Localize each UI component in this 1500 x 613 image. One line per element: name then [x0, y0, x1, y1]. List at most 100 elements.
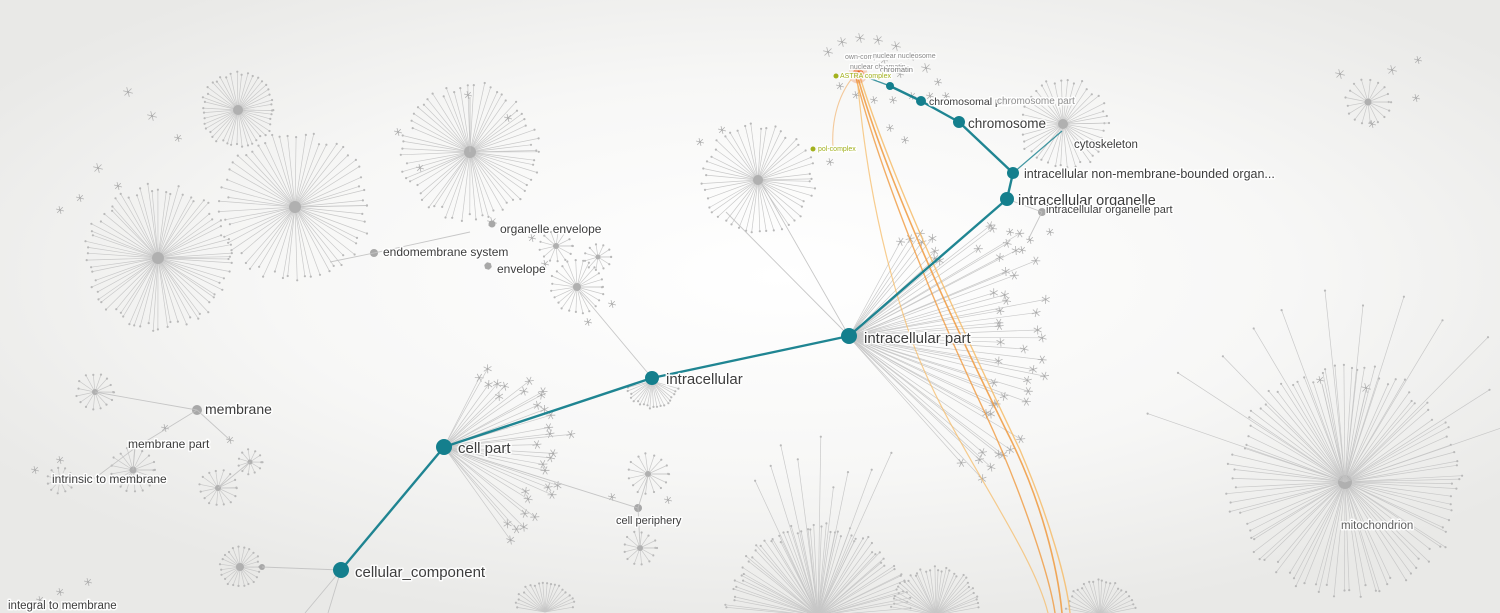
- leaf-node-star: [500, 381, 510, 391]
- leaf-node-star: [896, 237, 906, 246]
- gray-edge: [761, 183, 850, 337]
- leaf-node-star: [1031, 308, 1041, 318]
- leaf-node-star: [901, 136, 909, 144]
- cluster-fan: [217, 132, 369, 282]
- leaf-node-star: [503, 519, 512, 529]
- leaf-node-star: [973, 244, 983, 253]
- leaf-node-star: [1019, 344, 1029, 354]
- leaf-node-star: [1028, 365, 1038, 374]
- tiny-node-label: pol-complex: [818, 146, 856, 153]
- leaf-node-star: [1011, 245, 1021, 256]
- node-label: intracellular part: [864, 330, 972, 347]
- node-selected-orange[interactable]: [852, 68, 864, 80]
- gray-node[interactable]: [484, 262, 492, 270]
- leaf-node-star: [519, 386, 529, 396]
- teal-path-edge: [340, 446, 445, 571]
- node-label: cell periphery: [616, 515, 682, 527]
- leaf-node-star: [528, 234, 536, 242]
- node-label: cell part: [458, 440, 511, 457]
- gray-edge: [637, 475, 649, 509]
- gray-edge: [261, 566, 342, 571]
- cluster-fan: [84, 182, 233, 332]
- leaf-node-star: [519, 522, 528, 532]
- node-chromatin-junction[interactable]: [886, 82, 894, 90]
- leaf-node-star: [1016, 434, 1026, 444]
- leaf-node-star: [506, 535, 515, 545]
- tiny-node-label: ASTRA complex: [840, 73, 891, 80]
- leaf-node-star: [978, 448, 987, 457]
- leaf-node-star: [985, 221, 995, 230]
- leaf-node-star: [114, 182, 122, 190]
- leaf-node-star: [532, 440, 542, 449]
- leaf-node-star: [1005, 445, 1015, 455]
- gray-node[interactable]: [488, 220, 496, 228]
- leaf-node-star: [1412, 94, 1420, 102]
- cluster-fan: [443, 376, 576, 545]
- teal-path-edge: [1012, 130, 1063, 174]
- cluster-fan: [1018, 79, 1111, 169]
- gray-edge: [443, 446, 639, 509]
- leaf-node-star: [543, 482, 553, 492]
- leaf-node-star: [896, 70, 904, 78]
- leaf-node-star: [994, 449, 1004, 459]
- cluster-fan: [201, 70, 275, 148]
- gray-edge: [196, 409, 231, 441]
- node-chromosomal-part[interactable]: [916, 96, 926, 106]
- leaf-node-star: [521, 486, 530, 496]
- cluster-fan: [848, 229, 944, 338]
- node-label: envelope: [497, 262, 546, 276]
- node-chromosome[interactable]: [953, 116, 965, 128]
- leaf-node-star: [1002, 296, 1012, 306]
- node-label: intracellular organelle: [1018, 193, 1156, 209]
- leaf-node-star: [540, 466, 550, 475]
- leaf-node-star: [492, 379, 502, 389]
- node-intracellular-organelle[interactable]: [1000, 192, 1014, 206]
- node-label: mitochondrion: [1341, 520, 1413, 532]
- node-label: membrane part: [128, 437, 210, 451]
- leaf-node-star: [989, 288, 998, 298]
- leaf-node-star: [1021, 397, 1031, 406]
- cluster-fan: [550, 259, 605, 315]
- node-intracellular-non-membrane-bounded-organelle[interactable]: [1007, 167, 1019, 179]
- cluster-fan: [75, 373, 116, 411]
- tiny-node-label: chromatin: [880, 65, 913, 74]
- leaf-node-star: [547, 490, 557, 499]
- cluster-fan: [1064, 578, 1137, 613]
- leaf-node-star: [1046, 228, 1054, 236]
- leaf-node-star: [886, 124, 894, 132]
- mini-node-stars: [31, 33, 1422, 604]
- leaf-node-star: [889, 96, 897, 104]
- teal-path-edge: [443, 376, 653, 449]
- leaf-node-star: [907, 51, 917, 61]
- leaf-node-star: [1040, 371, 1050, 381]
- node-label: membrane: [205, 401, 272, 417]
- leaf-node-star: [1368, 120, 1376, 128]
- leaf-node-star: [891, 41, 901, 51]
- leaf-node-star: [1041, 294, 1050, 304]
- node-intracellular[interactable]: [645, 371, 659, 385]
- teal-path-edge: [889, 84, 922, 103]
- leaf-node-star: [1026, 236, 1034, 244]
- leaf-node-star: [926, 92, 934, 100]
- leaf-node-star: [174, 134, 182, 142]
- node-cellular-component[interactable]: [333, 562, 349, 578]
- node-intracellular-part[interactable]: [841, 328, 857, 344]
- gray-edge: [725, 211, 850, 337]
- teal-path-edge: [920, 99, 960, 124]
- cluster-fan: [514, 581, 576, 613]
- node-cell-part[interactable]: [436, 439, 452, 455]
- gray-edge: [94, 447, 136, 479]
- node-complex-lime[interactable]: [833, 73, 839, 79]
- leaf-node-star: [837, 37, 847, 47]
- leaf-node-star: [524, 376, 534, 386]
- leaf-node-star: [1033, 325, 1042, 335]
- leaf-node-star: [544, 423, 554, 432]
- cluster-fan: [399, 81, 540, 222]
- leaf-node-star: [696, 138, 704, 146]
- leaf-node-star: [928, 233, 937, 243]
- node-complex-lime[interactable]: [810, 146, 816, 152]
- leaf-node-star: [1009, 271, 1019, 280]
- leaf-node-star: [123, 87, 133, 97]
